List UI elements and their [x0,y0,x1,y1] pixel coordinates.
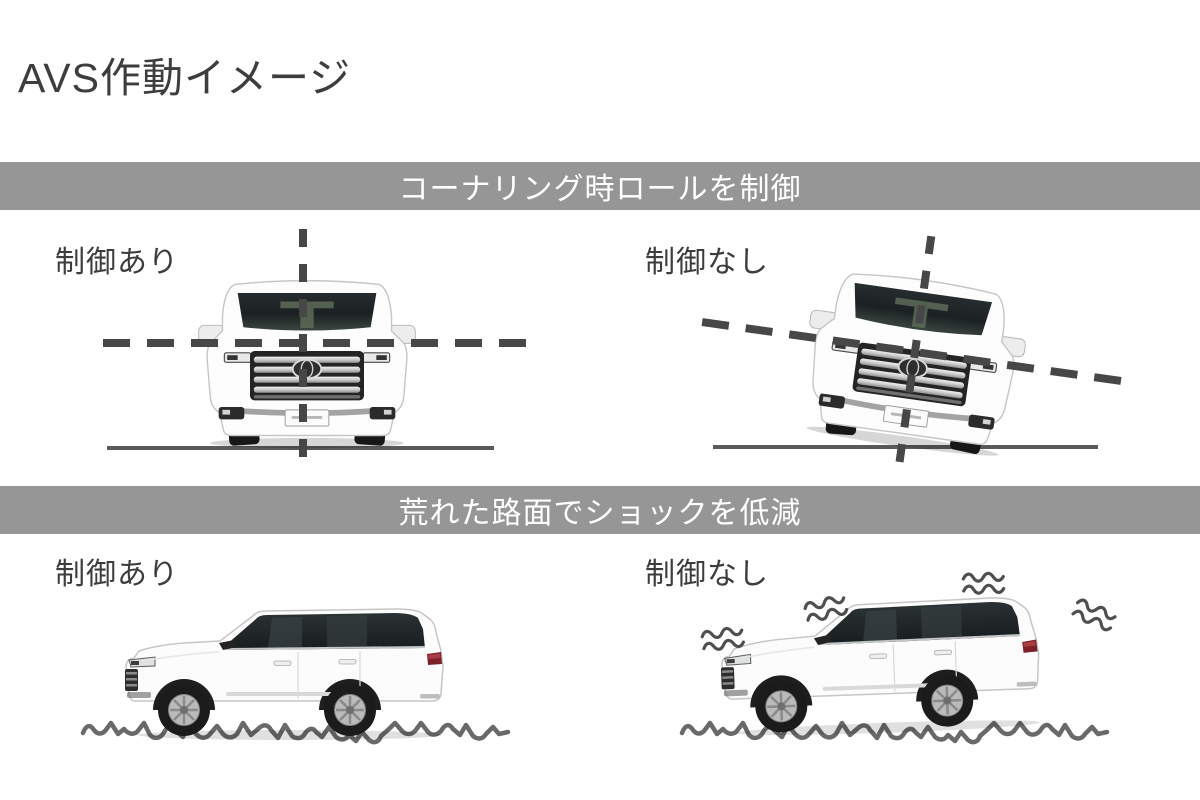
panel-shock-with-control-graphic [83,607,508,742]
page-title: AVS作動イメージ [18,55,352,101]
section-banner-cornering: コーナリング時ロールを制御 [0,162,1200,210]
section-banner-rough-road: 荒れた路面でショックを低減 [0,486,1200,534]
rolled-car-group [701,235,1139,468]
roll-axis-tilted-line [701,318,1139,388]
suv-side-view-shaking [717,595,1043,740]
vibration-mark [699,624,746,653]
vertical-center-line-tilted [894,235,936,468]
panel-roll-with-control-graphic [103,229,531,468]
suv-front-view-rolled [793,264,1034,463]
panel-label-shock-without-control: 制御なし [645,558,769,591]
panel-label-roll-with-control: 制御あり [55,246,179,279]
suv-side-view-steady [123,607,445,742]
panel-label-roll-without-control: 制御なし [645,246,769,279]
vibration-mark [961,571,1006,596]
panel-shock-without-control-graphic [682,571,1119,742]
vibration-mark [1070,596,1119,633]
panel-label-shock-with-control: 制御あり [55,558,179,591]
panel-roll-without-control-graphic [701,235,1139,468]
